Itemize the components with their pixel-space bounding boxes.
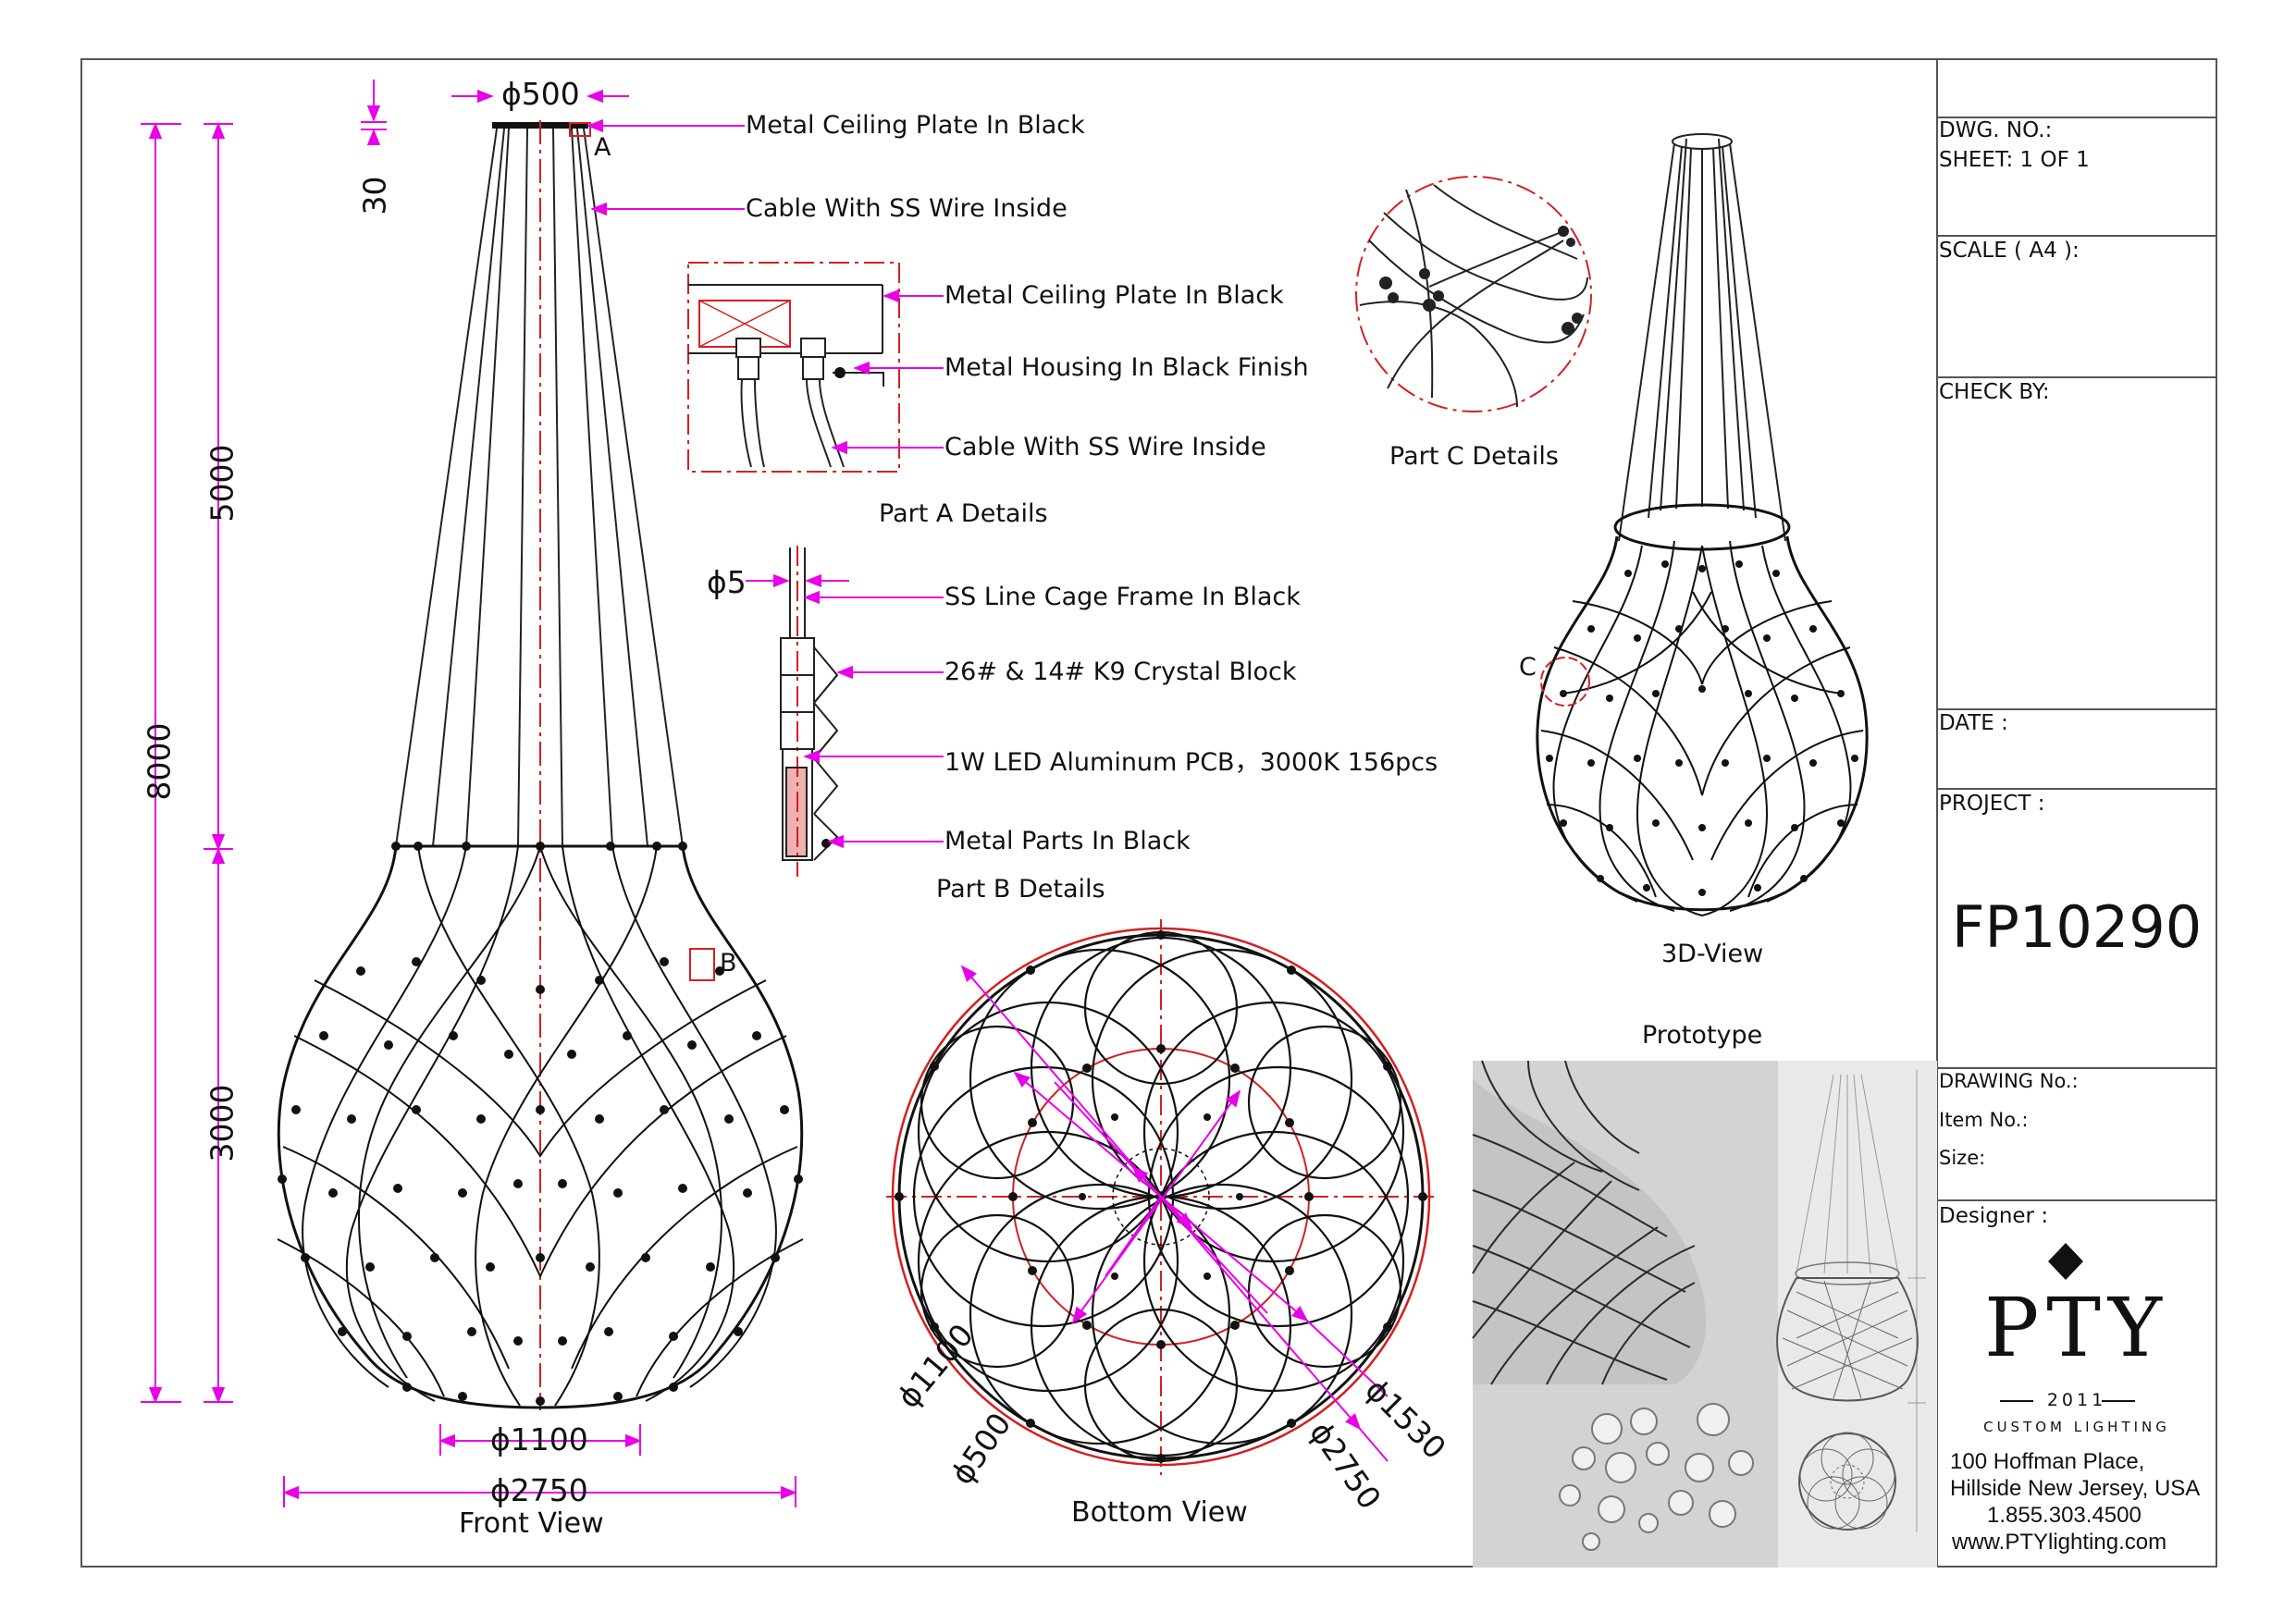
sheet-border (80, 58, 2217, 1568)
part-c-caption: Part C Details (1389, 442, 1559, 471)
part-a-caption: Part A Details (879, 499, 1048, 528)
logo-tagline: CUSTOM LIGHTING (1983, 1419, 2170, 1435)
website-link[interactable]: www.PTYlighting.com (1952, 1530, 2167, 1555)
prototype-caption: Prototype (1642, 1021, 1763, 1050)
view-3d-drawing (1536, 133, 1869, 916)
part-a-callout-plate: Metal Ceiling Plate In Black (944, 281, 1284, 310)
bottom-view-drawing (886, 919, 1436, 1475)
part-c-drawing (1355, 176, 1592, 412)
callout-cable: Cable With SS Wire Inside (746, 194, 1068, 223)
logo-name: PTY (1984, 1280, 2169, 1375)
top-diameter-dim: ϕ500 (501, 76, 580, 112)
front-view-dimensions (141, 80, 797, 1507)
marker-a: A (594, 133, 611, 162)
marker-b: B (720, 949, 737, 977)
total-height-dim: 8000 (141, 722, 178, 801)
address-line-1: 100 Hoffman Place, (1950, 1449, 2145, 1474)
phone: 1.855.303.4500 (1987, 1503, 2142, 1528)
part-b-drawing (746, 546, 944, 877)
item-no-label: Item No.: (1939, 1109, 2029, 1131)
marker-c: C (1519, 653, 1537, 682)
part-b-callout-cage: SS Line Cage Frame In Black (944, 583, 1301, 611)
logo-diamond (2048, 1243, 2083, 1280)
designer-label: Designer : (1939, 1204, 2049, 1228)
drawing-no-label: DRAWING No.: (1939, 1070, 2079, 1092)
sheet-label: SHEET: 1 OF 1 (1939, 148, 2090, 172)
check-by-label: CHECK BY: (1939, 380, 2050, 404)
part-a-callout-housing: Metal Housing In Black Finish (944, 353, 1309, 382)
plate-thickness-dim: 30 (356, 176, 393, 215)
front-view-drawing (277, 120, 804, 1410)
callout-ceiling-plate: Metal Ceiling Plate In Black (746, 111, 1085, 140)
part-b-caption: Part B Details (936, 875, 1105, 904)
part-b-callout-crystal: 26# & 14# K9 Crystal Block (944, 658, 1297, 686)
bottom-view-caption: Bottom View (1071, 1496, 1248, 1529)
view-3d-caption: 3D-View (1661, 940, 1764, 968)
part-b-callout-metal: Metal Parts In Black (944, 827, 1191, 855)
size-label: Size: (1939, 1147, 1986, 1169)
scale-label: SCALE ( A4 ): (1939, 239, 2080, 263)
title-block-grid (1937, 117, 2216, 1201)
project-label: PROJECT : (1939, 792, 2045, 816)
address-line-2: Hillside New Jersey, USA (1950, 1476, 2201, 1501)
lower-height-dim: 3000 (204, 1084, 241, 1162)
logo-year: 2011 (2046, 1390, 2107, 1410)
prototype-photo (1472, 1060, 1937, 1568)
part-a-callout-cable: Cable With SS Wire Inside (944, 433, 1266, 461)
bottom-diameter-dim: ϕ1100 (490, 1421, 588, 1457)
dwg-no-label: DWG. NO.: (1939, 118, 2053, 142)
front-view-caption: Front View (459, 1507, 604, 1540)
part-a-drawing (687, 262, 944, 473)
date-label: DATE : (1939, 711, 2008, 735)
project-code: FP10290 (1951, 893, 2203, 961)
max-diameter-dim: ϕ2750 (490, 1472, 588, 1508)
part-b-callout-led: 1W LED Aluminum PCB，3000K 156pcs (944, 748, 1438, 777)
part-b-wire-dim: ϕ5 (707, 564, 747, 600)
upper-height-dim: 5000 (204, 444, 241, 523)
